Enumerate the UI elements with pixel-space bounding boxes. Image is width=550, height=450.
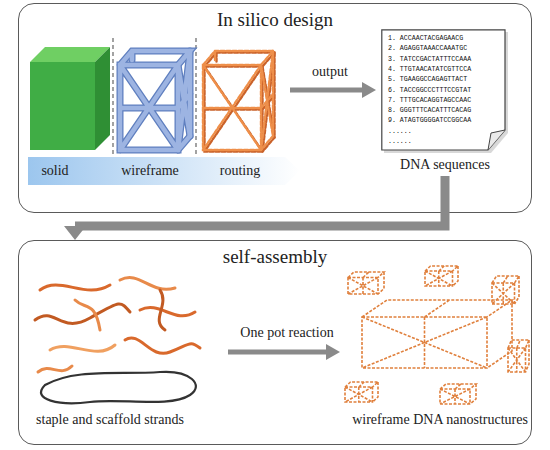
stage-panel: In silico design 1. ACCAACTACGAGAACG 2. AG… <box>18 3 532 213</box>
nanostructures <box>345 266 529 404</box>
text-label: output <box>300 64 360 80</box>
sequence-line: 6. TACCGGCCCTTTCCGTAT <box>388 87 471 94</box>
arrow-shaft <box>75 176 445 226</box>
text-label: routing <box>205 163 275 179</box>
dna-strands <box>35 278 200 404</box>
separator <box>112 38 113 156</box>
sequence-line: 8. GGGTTTCACATTTCACAG <box>388 107 471 114</box>
output-arrow <box>290 82 376 98</box>
text-label: solid <box>25 163 85 179</box>
text-label: wireframe DNA nanostructures <box>335 412 545 428</box>
sequence-document: 1. ACCAACTACGAGAACG 2. AGAGGTAAACCAAATGC 3… <box>381 29 509 176</box>
text-label: One pot reaction <box>222 325 352 341</box>
document-caption: DNA sequences <box>361 157 529 173</box>
sequence-line: 5. TGAAGGCCAGAGTTACT <box>388 76 467 83</box>
reaction-arrow <box>228 344 340 360</box>
sequence-line: 1. ACCAACTACGAGAACG <box>388 35 463 42</box>
sequence-line: 3. TATCCGACTATTTCCAAA <box>388 56 471 63</box>
sequence-line: 9. ATAGTGGGGATCCGGCAA <box>388 117 471 124</box>
wireframe-model <box>120 51 190 150</box>
sequence-line: ...... <box>388 138 412 145</box>
panel-title: In silico design <box>19 9 531 31</box>
solid-cube <box>30 47 110 150</box>
sequence-line: 4. TTGTAACATATCGTTCCA <box>388 66 471 73</box>
panel-title: self-assembly <box>19 246 531 268</box>
routing-model <box>203 51 275 152</box>
arrow-head <box>64 226 86 240</box>
flow-arrow <box>64 176 445 240</box>
sequence-line: ...... <box>388 128 412 135</box>
separator <box>195 38 196 156</box>
sequence-line: 2. AGAGGTAAACCAAATGC <box>388 45 467 52</box>
sequence-line: 7. TTTGCACAGGTAGCCAAC <box>388 97 471 104</box>
process-bar <box>28 157 300 185</box>
text-label: wireframe <box>110 163 190 179</box>
text-label: staple and scaffold strands <box>15 412 205 428</box>
